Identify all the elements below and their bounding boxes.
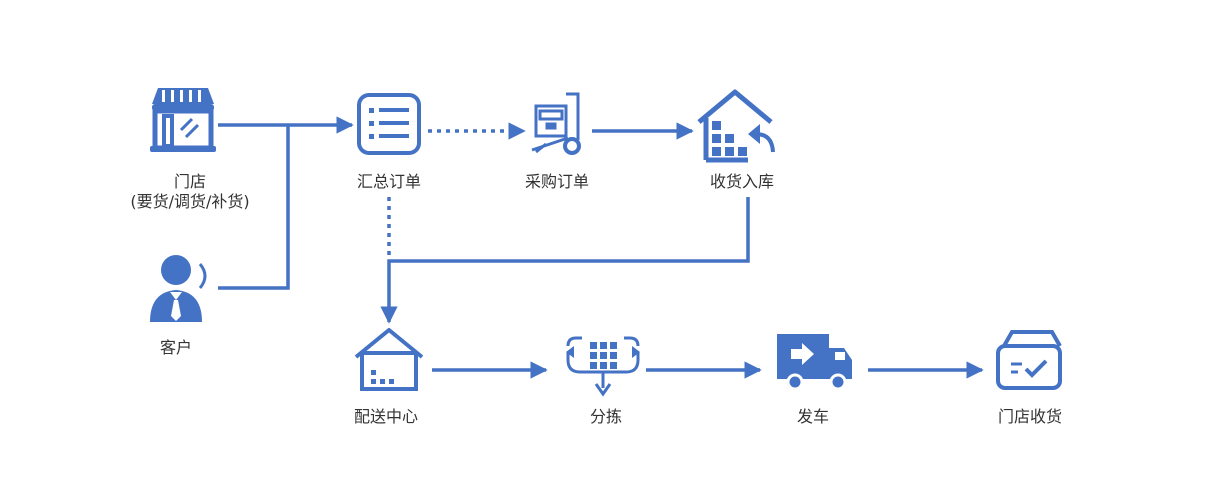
store-label-sub: (要货/调货/补货)	[130, 192, 250, 211]
connector-customer-to-summary	[218, 125, 290, 290]
sorting-icon	[566, 336, 640, 397]
dispatch-label: 发车	[796, 407, 830, 426]
truck-icon	[777, 334, 852, 391]
warehouse-icon	[354, 328, 424, 391]
store-label-title: 门店	[173, 172, 206, 191]
customer-icon	[150, 255, 207, 322]
hand-truck-icon	[531, 92, 581, 155]
list-icon	[357, 93, 421, 155]
connector-receive-to-distribution	[380, 197, 750, 324]
storefront-icon	[150, 88, 216, 152]
purchase-order-label: 采购订单	[524, 172, 590, 191]
connectors	[218, 116, 984, 379]
sorting-label: 分拣	[589, 407, 623, 426]
distribution-center-label: 配送中心	[353, 407, 419, 426]
summary-order-label: 汇总订单	[356, 172, 422, 191]
box-check-icon	[996, 330, 1062, 390]
warehouse-return-icon	[697, 89, 775, 163]
receive-stock-label: 收货入库	[709, 172, 775, 191]
customer-label: 客户	[159, 338, 193, 357]
store-receipt-label: 门店收货	[997, 407, 1063, 426]
store-label: 门店 (要货/调货/补货)	[130, 172, 249, 212]
